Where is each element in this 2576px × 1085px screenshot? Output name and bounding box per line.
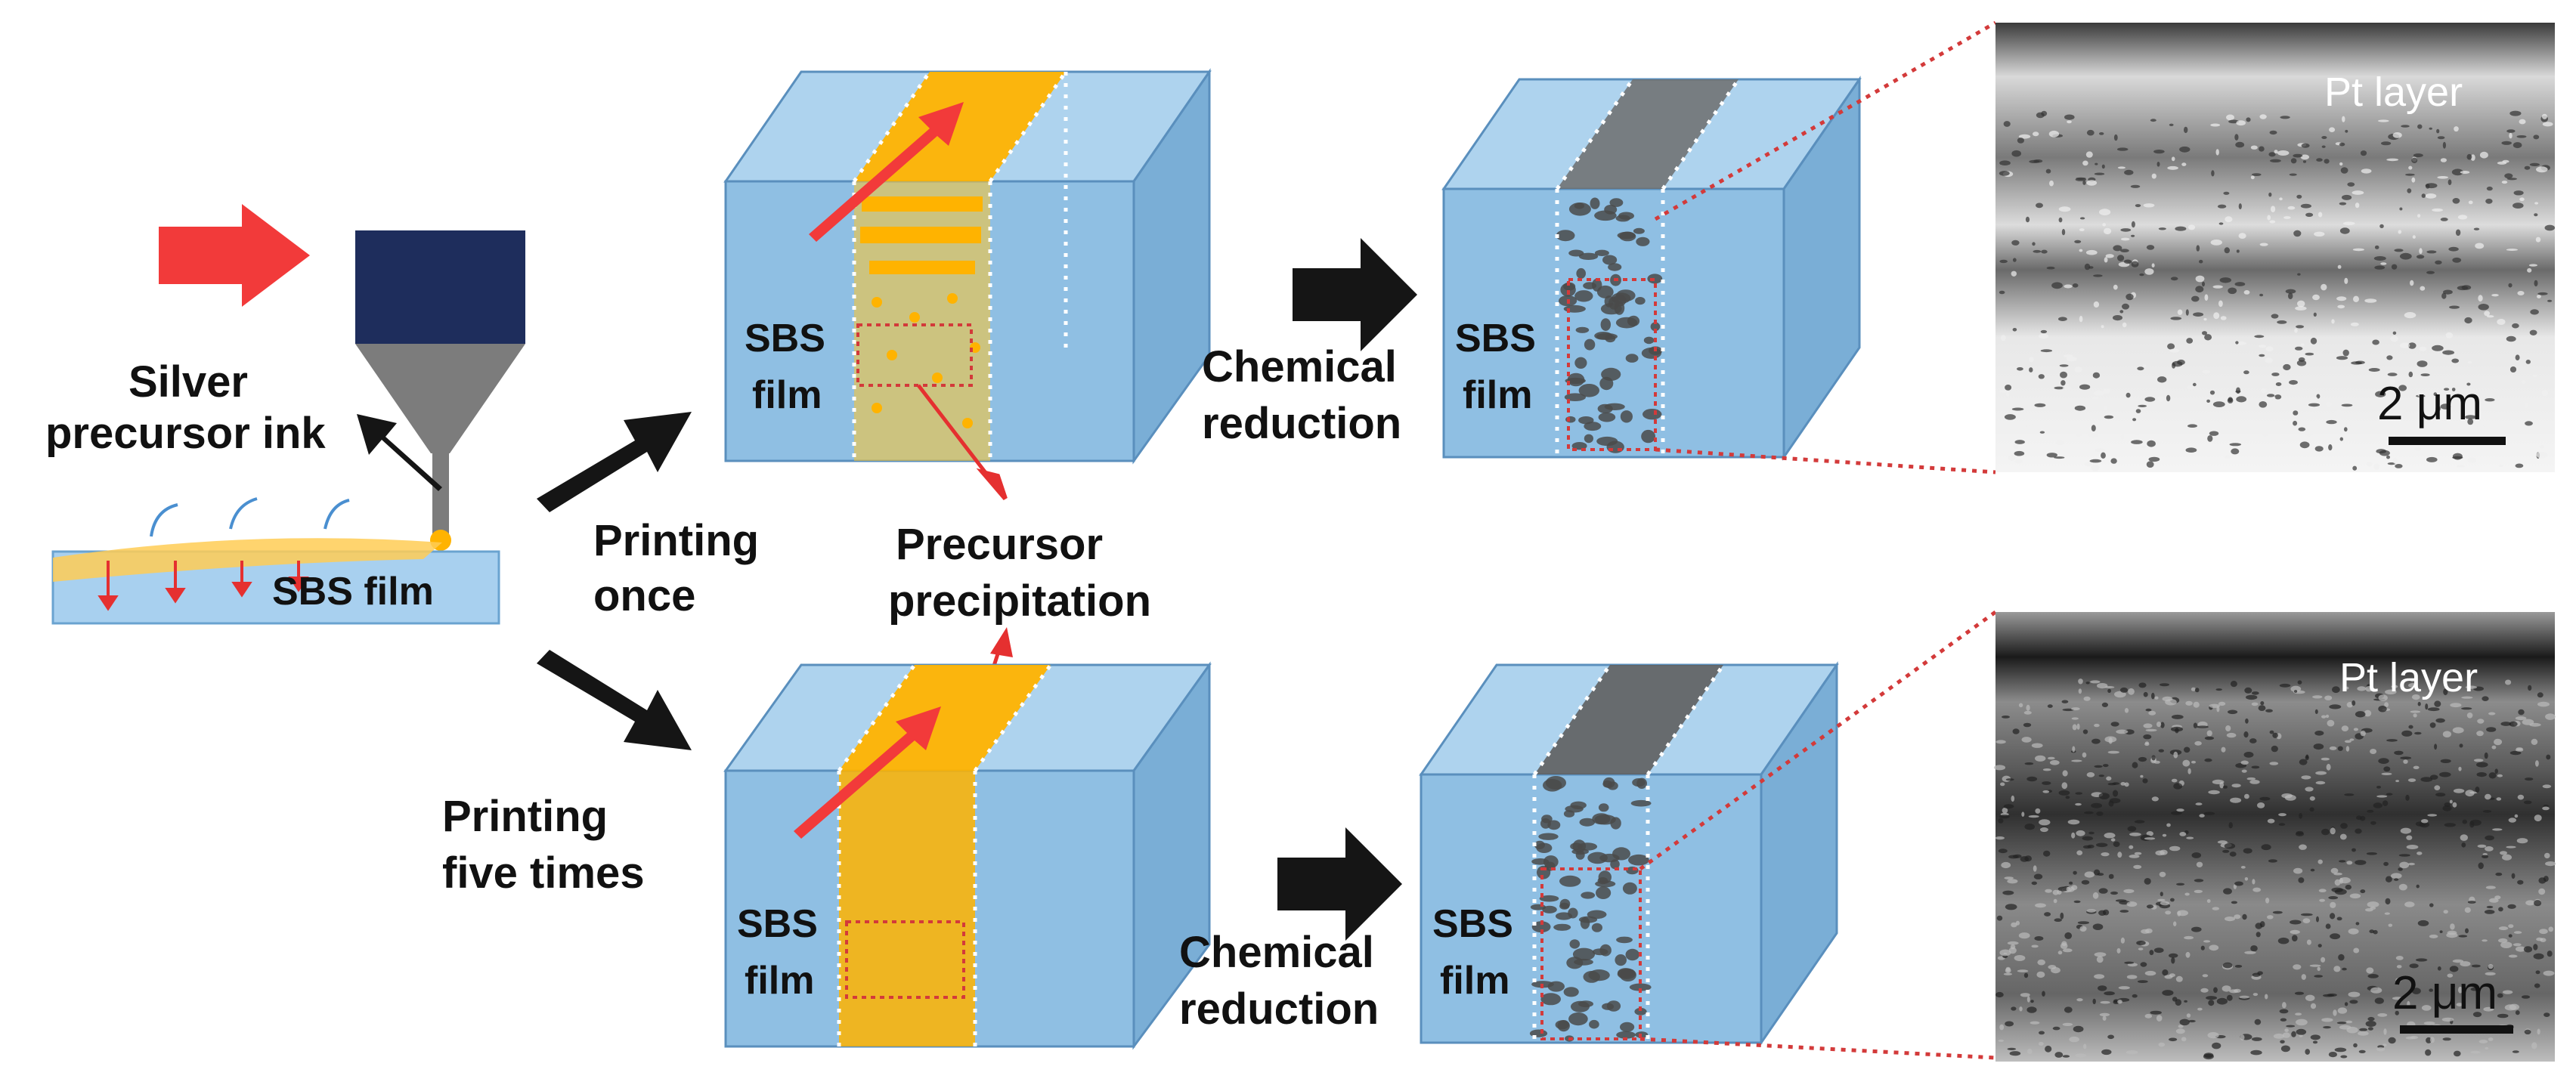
block-top-printed: SBS film <box>723 68 1212 465</box>
ink-layer <box>53 538 442 582</box>
silver-precursor-ink-label-2: precursor ink <box>45 409 326 458</box>
scale-bar <box>2400 1025 2513 1034</box>
sbs-film-strip-label: SBS film <box>272 570 434 614</box>
sem-image-bottom: Pt layer 2 μm <box>1993 612 2556 1062</box>
red-arrow-icon <box>990 627 1013 657</box>
block-sbs-label: SBS <box>737 902 818 946</box>
precursor-precipitation-label-2: precipitation <box>888 577 1151 626</box>
black-arrow-icon <box>537 650 692 750</box>
red-arrow-icon <box>159 204 310 307</box>
red-arrow-icon <box>809 102 964 242</box>
printing-setup: Silver precursor ink SBS film <box>45 204 525 625</box>
chemical-reduction-label-1: Chemical <box>1179 928 1374 977</box>
red-arrow-icon <box>976 468 1008 500</box>
zoom-line <box>1639 1037 1996 1060</box>
block-film-label: film <box>1440 959 1509 1003</box>
nozzle-tip <box>432 452 449 535</box>
black-arrow-icon <box>357 414 442 491</box>
scale-bar-label: 2 μm <box>2392 967 2497 1019</box>
black-arrow-icon <box>1277 827 1402 941</box>
silver-precursor-ink-label-1: Silver <box>128 357 248 406</box>
particle-cluster <box>1556 197 1663 453</box>
pt-layer-label: Pt layer <box>2339 655 2478 700</box>
scale-bar <box>2389 437 2506 445</box>
nozzle <box>355 344 525 453</box>
printing-five-times-label-1: Printing <box>442 792 608 841</box>
zoom-line <box>1654 20 1997 221</box>
black-arrow-icon <box>1293 238 1417 351</box>
printing-once-label-2: once <box>593 571 695 620</box>
printing-once-label-1: Printing <box>593 516 759 565</box>
chemical-reduction-label-2: reduction <box>1202 399 1401 448</box>
block-bottom-reduced: SBS film <box>1419 661 1839 1046</box>
sem-image-top: Pt layer 2 μm <box>1995 23 2556 472</box>
precursor-precipitation-label-1: Precursor <box>896 520 1103 569</box>
precipitation-arrow <box>917 384 995 485</box>
block-film-label: film <box>1463 373 1532 417</box>
diffusion-arrows <box>98 561 309 611</box>
particle-cluster <box>1529 776 1652 1042</box>
chemical-reduction-label-2: reduction <box>1179 985 1379 1034</box>
printing-five-times-label-2: five times <box>442 849 645 898</box>
block-film-label: film <box>745 959 814 1003</box>
red-arrow-icon <box>794 706 941 839</box>
block-top-reduced: SBS film <box>1441 76 1862 461</box>
evaporation-arrows <box>150 497 350 537</box>
block-sbs-label: SBS <box>1455 317 1536 360</box>
pt-layer-label: Pt layer <box>2324 70 2463 115</box>
block-film-label: film <box>752 373 822 417</box>
block-sbs-label: SBS <box>1432 902 1513 946</box>
chemical-reduction-label-1: Chemical <box>1202 342 1397 391</box>
zoom-line <box>1655 447 1996 474</box>
scale-bar-label: 2 μm <box>2377 378 2482 430</box>
black-arrow-icon <box>537 412 692 512</box>
block-bottom-printed: SBS film <box>723 661 1212 1050</box>
block-sbs-label: SBS <box>745 317 825 360</box>
print-head <box>355 230 525 344</box>
